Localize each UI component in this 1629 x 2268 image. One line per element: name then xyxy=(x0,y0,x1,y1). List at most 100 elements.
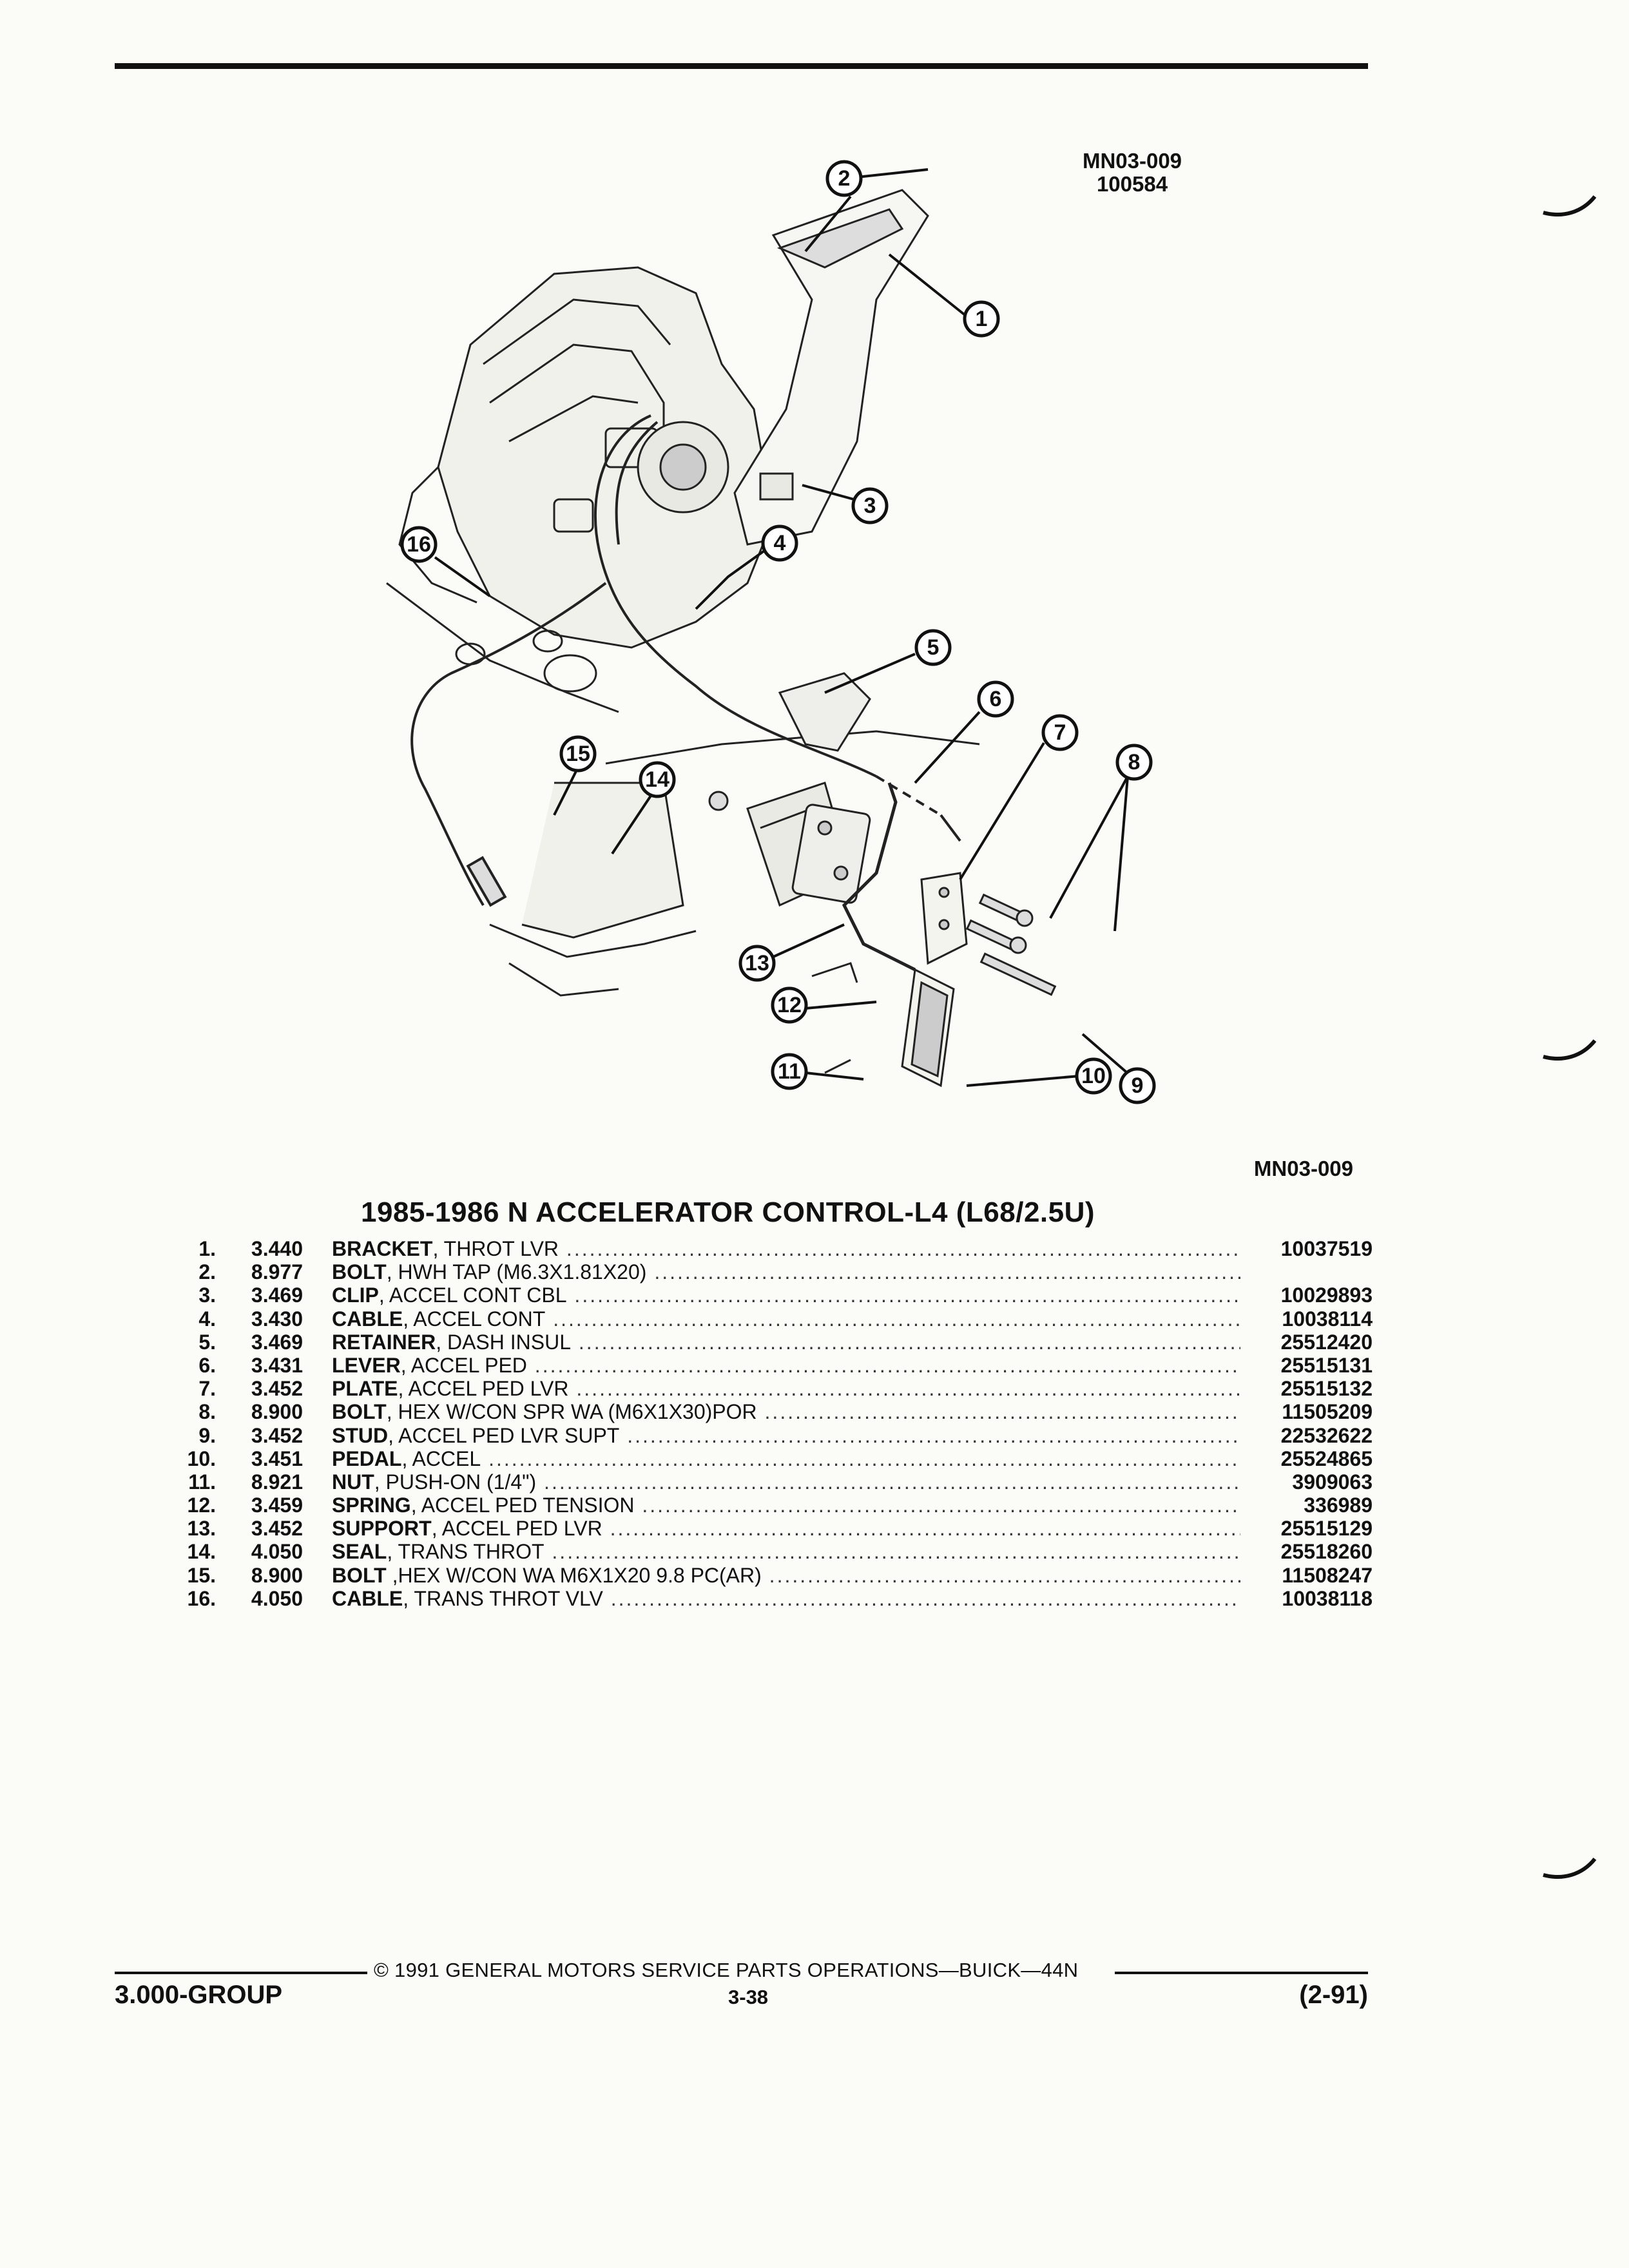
part-description: SPRING, ACCEL PED TENSION ..............… xyxy=(332,1494,1240,1517)
part-number: 25524865 xyxy=(1280,1446,1373,1470)
svg-text:14: 14 xyxy=(645,767,670,792)
part-detail: , THROT LVR xyxy=(432,1237,559,1260)
part-detail: , ACCEL PED TENSION xyxy=(410,1494,635,1517)
throttle-bracket xyxy=(733,189,929,546)
part-detail: , ACCEL CONT xyxy=(403,1307,546,1331)
callout-14: 14 xyxy=(639,761,676,798)
part-name: CABLE xyxy=(332,1307,403,1331)
part-number: 22532622 xyxy=(1280,1423,1373,1447)
svg-text:8: 8 xyxy=(1128,750,1141,774)
exploded-diagram: 1 2 3 4 5 6 7 8 9 10 11 12 13 14 15 16 xyxy=(386,160,1156,1104)
part-number: 25518260 xyxy=(1280,1540,1373,1564)
part-name: CLIP xyxy=(332,1283,379,1307)
engine-firewall-art xyxy=(386,266,980,997)
callout-15: 15 xyxy=(559,735,597,773)
part-description: BOLT, HEX W/CON SPR WA (M6X1X30)POR ....… xyxy=(332,1400,1240,1423)
part-number: 25515132 xyxy=(1280,1377,1373,1401)
part-description: CABLE, ACCEL CONT ......................… xyxy=(332,1307,1240,1331)
group-code: 3.430 xyxy=(251,1307,303,1331)
part-number: 11508247 xyxy=(1282,1563,1373,1587)
callout-10: 10 xyxy=(1075,1057,1112,1095)
callout-6: 6 xyxy=(977,680,1014,718)
item-number: 5. xyxy=(198,1330,216,1354)
leader-dots: ........................................… xyxy=(764,1400,1240,1424)
item-number: 4. xyxy=(198,1307,216,1331)
item-number: 7. xyxy=(198,1377,216,1401)
group-code: 8.900 xyxy=(251,1563,303,1587)
leader-dots: ........................................… xyxy=(610,1517,1240,1541)
footer-rule-left xyxy=(115,1972,367,1974)
leader-dots: ........................................… xyxy=(576,1377,1240,1401)
part-description: SEAL, TRANS THROT ......................… xyxy=(332,1540,1240,1563)
leader-dots: ........................................… xyxy=(553,1307,1240,1331)
callout-5: 5 xyxy=(914,629,952,666)
group-code: 3.469 xyxy=(251,1283,303,1307)
leader-dots: ........................................… xyxy=(544,1470,1240,1494)
item-number: 15. xyxy=(187,1563,216,1587)
group-code: 3.452 xyxy=(251,1517,303,1541)
svg-text:16: 16 xyxy=(407,532,431,557)
part-name: PEDAL xyxy=(332,1446,402,1470)
part-number: 25515129 xyxy=(1280,1517,1373,1541)
part-detail: , ACCEL PED LVR xyxy=(431,1517,602,1541)
part-name: SEAL xyxy=(332,1540,387,1564)
cables xyxy=(410,414,961,907)
group-code: 8.900 xyxy=(251,1400,303,1424)
pedal-support xyxy=(778,672,871,904)
part-number: 10029893 xyxy=(1280,1283,1373,1307)
part-name: STUD xyxy=(332,1423,389,1447)
part-number: 10038114 xyxy=(1282,1307,1373,1331)
footer-group: 3.000-GROUP xyxy=(115,1981,283,2009)
part-name: RETAINER xyxy=(332,1330,436,1354)
part-detail: , TRANS THROT xyxy=(387,1540,545,1564)
part-number: 10037519 xyxy=(1280,1237,1373,1260)
part-description: STUD, ACCEL PED LVR SUPT ...............… xyxy=(332,1424,1240,1447)
callout-4: 4 xyxy=(761,524,798,562)
leader-dots: ........................................… xyxy=(654,1260,1240,1284)
part-name: PLATE xyxy=(332,1377,398,1401)
leader-dots: ........................................… xyxy=(642,1494,1240,1517)
item-number: 9. xyxy=(198,1423,216,1447)
leader-dots: ........................................… xyxy=(627,1423,1240,1447)
svg-text:15: 15 xyxy=(566,742,590,766)
svg-text:7: 7 xyxy=(1054,720,1066,745)
part-detail: , TRANS THROT VLV xyxy=(403,1586,603,1610)
part-description: NUT, PUSH-ON (1/4") ....................… xyxy=(332,1470,1240,1494)
callout-11: 11 xyxy=(771,1053,808,1090)
drawing-code-block: MN03-009 100584 xyxy=(1039,149,1226,196)
part-detail: , DASH INSUL xyxy=(436,1330,572,1354)
item-number: 16. xyxy=(187,1586,216,1610)
part-description: BOLT, HWH TAP (M6.3X1.81X20) ...........… xyxy=(332,1260,1240,1283)
item-number: 3. xyxy=(198,1283,216,1307)
part-name: NUT xyxy=(332,1470,374,1494)
part-description: PLATE, ACCEL PED LVR ...................… xyxy=(332,1377,1240,1400)
part-number: 3909063 xyxy=(1292,1470,1373,1494)
group-code: 3.440 xyxy=(251,1237,303,1260)
part-detail: , ACCEL PED LVR xyxy=(398,1377,569,1401)
svg-text:6: 6 xyxy=(990,687,1002,711)
callout-16: 16 xyxy=(400,526,438,563)
part-number: 336989 xyxy=(1304,1494,1373,1517)
part-detail: , ACCEL PED xyxy=(400,1353,527,1377)
item-number: 11. xyxy=(188,1470,216,1494)
leader-lines xyxy=(434,168,1132,1087)
part-number: 25512420 xyxy=(1280,1330,1373,1354)
callout-7: 7 xyxy=(1041,714,1079,751)
part-name: LEVER xyxy=(332,1353,401,1377)
svg-text:2: 2 xyxy=(838,166,851,191)
item-number: 13. xyxy=(187,1517,216,1541)
part-detail: , PUSH-ON (1/4") xyxy=(374,1470,537,1494)
callout-2: 2 xyxy=(825,160,863,197)
part-number: 11505209 xyxy=(1282,1400,1373,1424)
drawing-code: MN03-009 xyxy=(1082,149,1182,173)
svg-text:12: 12 xyxy=(777,993,802,1017)
fasteners xyxy=(708,791,1057,996)
group-code: 8.977 xyxy=(251,1260,303,1284)
